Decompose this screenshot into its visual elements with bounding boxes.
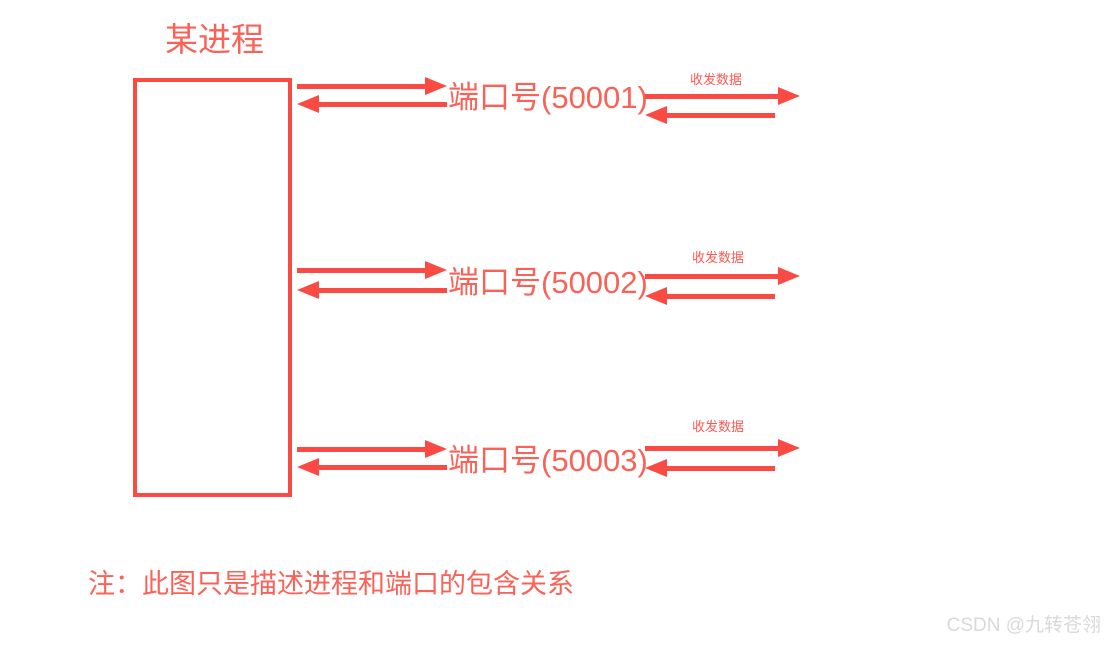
process-box <box>133 78 292 497</box>
port-label-50001: 端口号(50001) <box>448 80 648 115</box>
port-0-flow-caption: 收发数据 <box>690 72 743 87</box>
port-1-flow-caption: 收发数据 <box>692 250 745 265</box>
watermark: CSDN @九转苍翎 <box>946 615 1101 636</box>
port-label-50003: 端口号(50003) <box>448 443 648 478</box>
port-label-50002: 端口号(50002) <box>448 265 648 300</box>
port-2-flow-caption: 收发数据 <box>692 419 745 434</box>
diagram-note: 注：此图只是描述进程和端口的包含关系 <box>88 569 574 599</box>
process-title: 某进程 <box>165 21 264 58</box>
